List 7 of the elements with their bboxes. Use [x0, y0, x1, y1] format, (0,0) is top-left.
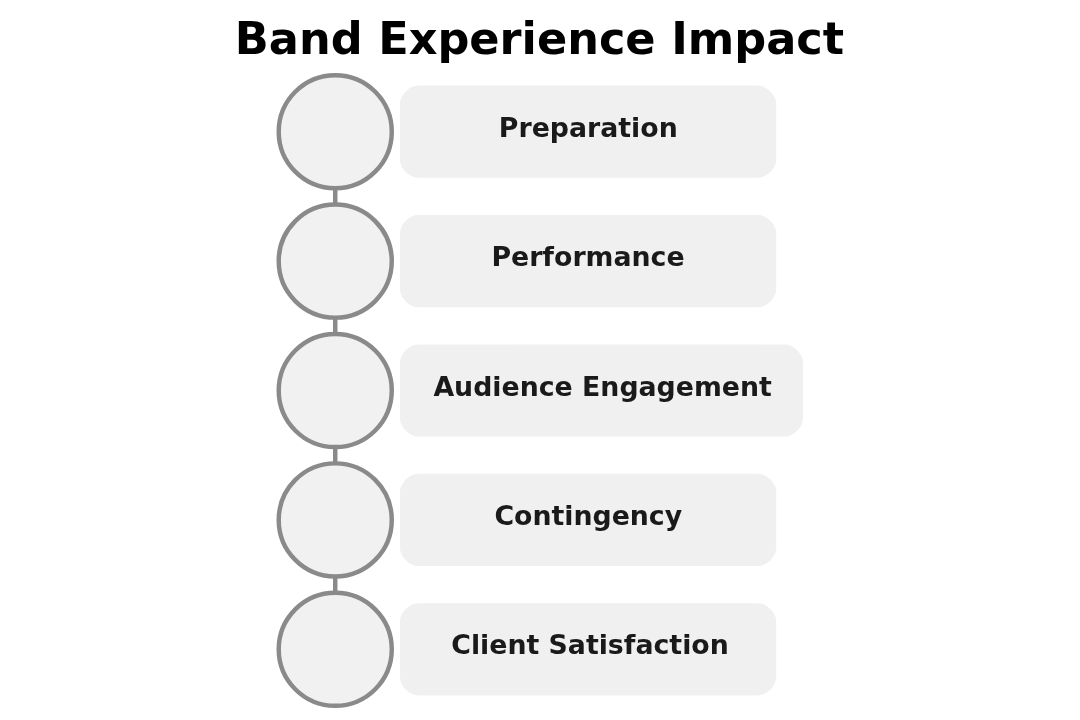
- diagram-title: Band Experience Impact: [234, 13, 844, 66]
- node-circle: [276, 590, 394, 709]
- node-circle: [276, 72, 394, 191]
- node-circle: [276, 202, 394, 320]
- node-circle: [276, 331, 394, 450]
- node-circle: [276, 461, 394, 579]
- connector: [332, 576, 337, 593]
